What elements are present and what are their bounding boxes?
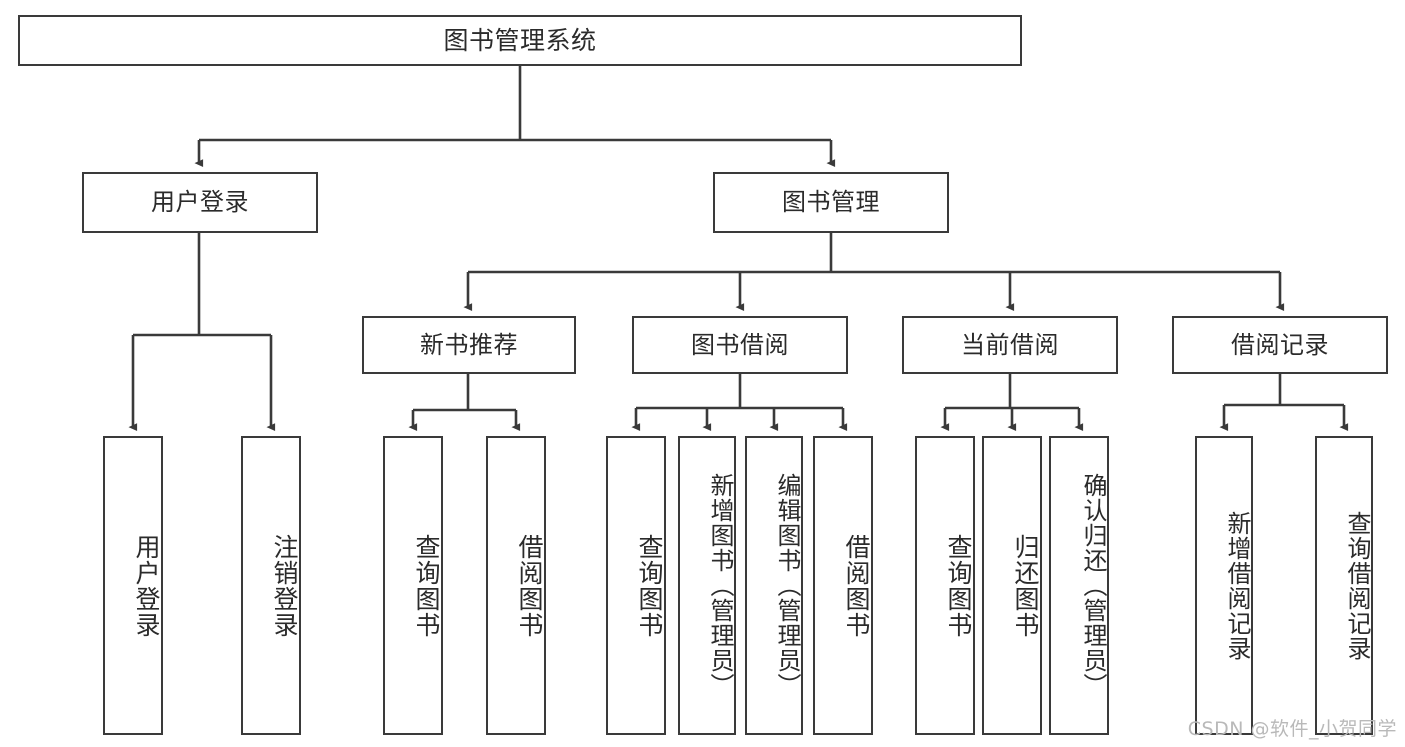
node-leaf-borrow-book-1[interactable]: 借阅图书 xyxy=(486,436,546,735)
node-leaf-query-book-1[interactable]: 查询图书 xyxy=(383,436,443,735)
node-book-borrow[interactable]: 图书借阅 xyxy=(632,316,848,374)
node-leaf-add-record[interactable]: 新增借阅记录 xyxy=(1195,436,1253,735)
node-leaf-logout-login[interactable]: 注销登录 xyxy=(241,436,301,735)
node-leaf-query-record[interactable]: 查询借阅记录 xyxy=(1315,436,1373,735)
node-borrow-record[interactable]: 借阅记录 xyxy=(1172,316,1388,374)
node-new-book-recommend[interactable]: 新书推荐 xyxy=(362,316,576,374)
node-user-login[interactable]: 用户登录 xyxy=(82,172,318,233)
node-leaf-borrow-book-2[interactable]: 借阅图书 xyxy=(813,436,873,735)
node-leaf-add-book[interactable]: 新增图书（管理员） xyxy=(678,436,736,735)
watermark-text: CSDN @软件_小贺同学 xyxy=(1187,718,1397,740)
node-leaf-return-book[interactable]: 归还图书 xyxy=(982,436,1042,735)
node-leaf-query-book-3[interactable]: 查询图书 xyxy=(915,436,975,735)
node-leaf-confirm-return[interactable]: 确认归还（管理员） xyxy=(1049,436,1109,735)
node-leaf-query-book-2[interactable]: 查询图书 xyxy=(606,436,666,735)
node-current-borrow[interactable]: 当前借阅 xyxy=(902,316,1118,374)
node-book-management[interactable]: 图书管理 xyxy=(713,172,949,233)
node-leaf-edit-book[interactable]: 编辑图书（管理员） xyxy=(745,436,803,735)
node-root[interactable]: 图书管理系统 xyxy=(18,15,1022,66)
node-leaf-user-login[interactable]: 用户登录 xyxy=(103,436,163,735)
